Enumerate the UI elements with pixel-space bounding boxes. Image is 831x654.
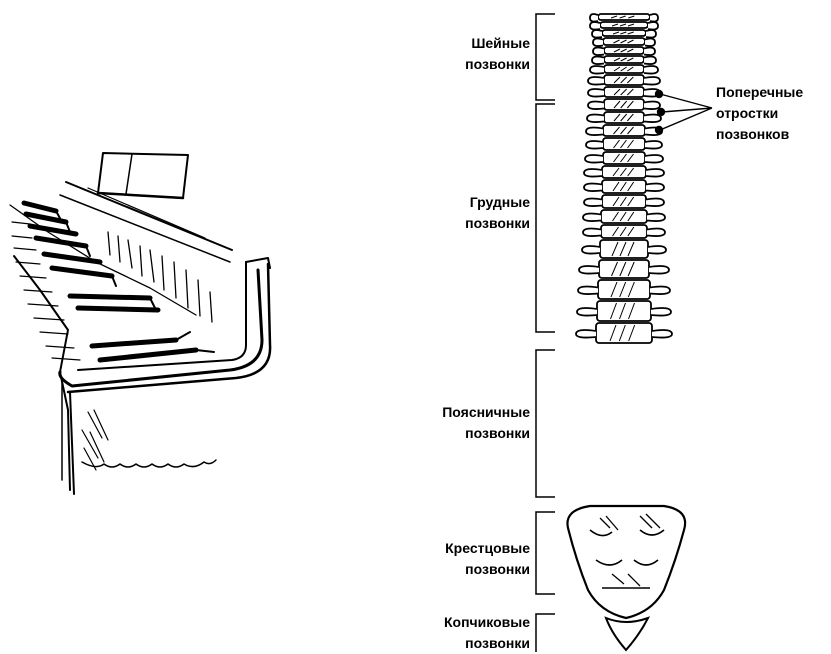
transverse-process — [646, 199, 664, 207]
transverse-process — [651, 308, 671, 316]
transverse-process — [592, 57, 604, 65]
transverse-process — [644, 66, 658, 74]
transverse-process — [588, 102, 604, 110]
transverse-process — [590, 66, 604, 74]
transverse-process — [647, 214, 665, 222]
transverse-process — [644, 102, 660, 110]
transverse-process — [577, 308, 597, 316]
transverse-process — [586, 128, 603, 136]
transverse-process — [579, 266, 599, 274]
label-thoracic-line1: Грудные — [420, 192, 530, 213]
transverse-process — [583, 214, 601, 222]
transverse-process — [585, 155, 603, 163]
vertebra — [596, 323, 652, 343]
vertebra — [601, 225, 647, 238]
vertebra — [602, 166, 646, 178]
vertebra — [600, 240, 648, 258]
vertebra — [598, 280, 650, 299]
label-sacral: Крестцовые позвонки — [400, 538, 530, 580]
label-cervical: Шейные позвонки — [420, 33, 530, 75]
transverse-process — [645, 155, 663, 163]
transverse-process — [592, 30, 602, 38]
transverse-process — [593, 48, 604, 56]
transverse-process — [586, 141, 603, 149]
transverse-process — [644, 48, 655, 56]
transverse-process — [652, 330, 672, 338]
transverse-process — [590, 14, 598, 22]
transverse-process — [590, 22, 600, 30]
transverse-pointer — [656, 91, 713, 134]
label-sacral-line1: Крестцовые — [400, 538, 530, 559]
label-coccygeal: Копчиковые позвонки — [400, 612, 530, 654]
vertebra — [597, 301, 651, 321]
transverse-process — [649, 266, 669, 274]
transverse-process — [584, 169, 602, 177]
vertebra — [601, 210, 647, 223]
label-transverse-line2: отростки — [716, 103, 828, 124]
thoracic-bracket — [536, 104, 555, 332]
label-lumbar: Поясничные позвонки — [400, 402, 530, 444]
label-thoracic: Грудные позвонки — [420, 192, 530, 234]
transverse-process — [648, 246, 666, 254]
sacrum — [567, 506, 685, 618]
label-transverse-line1: Поперечные — [716, 82, 828, 103]
transverse-process — [593, 39, 603, 47]
vertebra — [599, 260, 649, 278]
transverse-process — [644, 57, 656, 65]
transverse-process — [646, 169, 664, 177]
transverse-process — [583, 229, 601, 237]
transverse-process — [644, 115, 661, 123]
label-lumbar-line2: позвонки — [400, 423, 530, 444]
cervical-bracket — [536, 14, 555, 100]
coccyx — [606, 618, 648, 650]
transverse-process — [647, 229, 665, 237]
transverse-process — [578, 287, 598, 295]
transverse-process — [587, 115, 604, 123]
label-coccygeal-line1: Копчиковые — [400, 612, 530, 633]
label-thoracic-line2: позвонки — [420, 213, 530, 234]
transverse-process — [576, 330, 596, 338]
piano-illustration — [10, 153, 270, 494]
vertebra — [602, 180, 646, 193]
region-brackets — [536, 14, 555, 652]
label-cervical-line2: позвонки — [420, 54, 530, 75]
transverse-process — [645, 39, 655, 47]
transverse-process — [588, 89, 604, 97]
transverse-process — [650, 287, 670, 295]
sacral-bracket — [536, 512, 555, 594]
transverse-process — [644, 77, 660, 85]
label-coccygeal-line2: позвонки — [400, 633, 530, 654]
coccygeal-bracket — [536, 614, 555, 652]
lumbar-bracket — [536, 350, 555, 497]
transverse-process — [645, 141, 662, 149]
transverse-process — [584, 184, 602, 192]
transverse-process — [646, 184, 664, 192]
transverse-process — [582, 246, 600, 254]
spine-illustration — [567, 14, 685, 650]
label-cervical-line1: Шейные — [420, 33, 530, 54]
transverse-process — [584, 199, 602, 207]
transverse-process — [646, 30, 656, 38]
label-sacral-line2: позвонки — [400, 559, 530, 580]
label-transverse-line3: позвонков — [716, 124, 828, 145]
label-transverse: Поперечные отростки позвонков — [716, 82, 828, 145]
label-lumbar-line1: Поясничные — [400, 402, 530, 423]
vertebra — [602, 195, 646, 208]
transverse-process — [588, 77, 604, 85]
transverse-process — [648, 22, 658, 30]
transverse-process — [650, 14, 658, 22]
